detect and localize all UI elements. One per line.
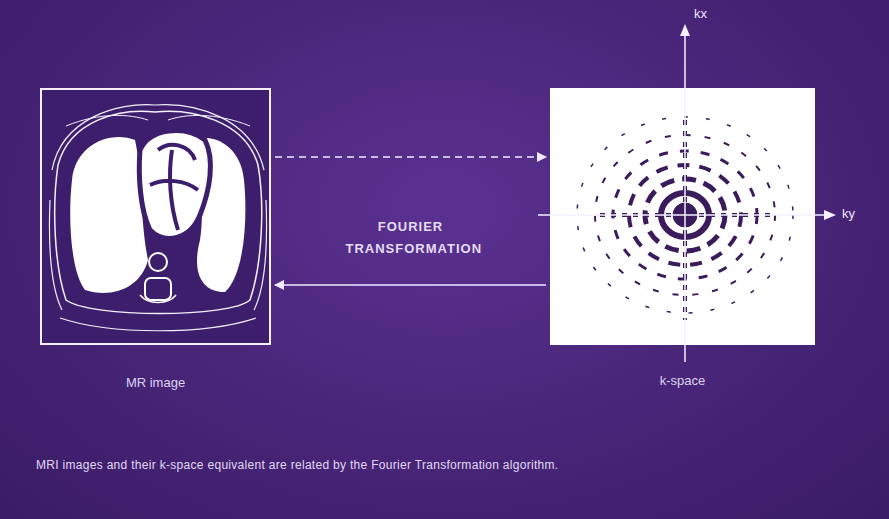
inverse-transform-arrow <box>275 284 546 286</box>
panel-label: k-space <box>660 373 706 388</box>
panel-label: MR image <box>126 375 185 390</box>
axis-label: kx <box>694 6 707 21</box>
figure-caption: MRI images and their k-space equivalent … <box>36 456 756 475</box>
forward-transform-arrow <box>275 156 546 158</box>
mr-chest-drawing <box>41 89 270 344</box>
k-space-axes <box>538 24 836 362</box>
axis-label: ky <box>842 206 855 221</box>
k-space-pattern <box>550 88 815 345</box>
mr-image-panel: MR image <box>40 88 271 345</box>
k-space-panel: k-space <box>550 88 815 345</box>
transform-label: FOURIER TRANSFORMATION <box>346 216 476 260</box>
